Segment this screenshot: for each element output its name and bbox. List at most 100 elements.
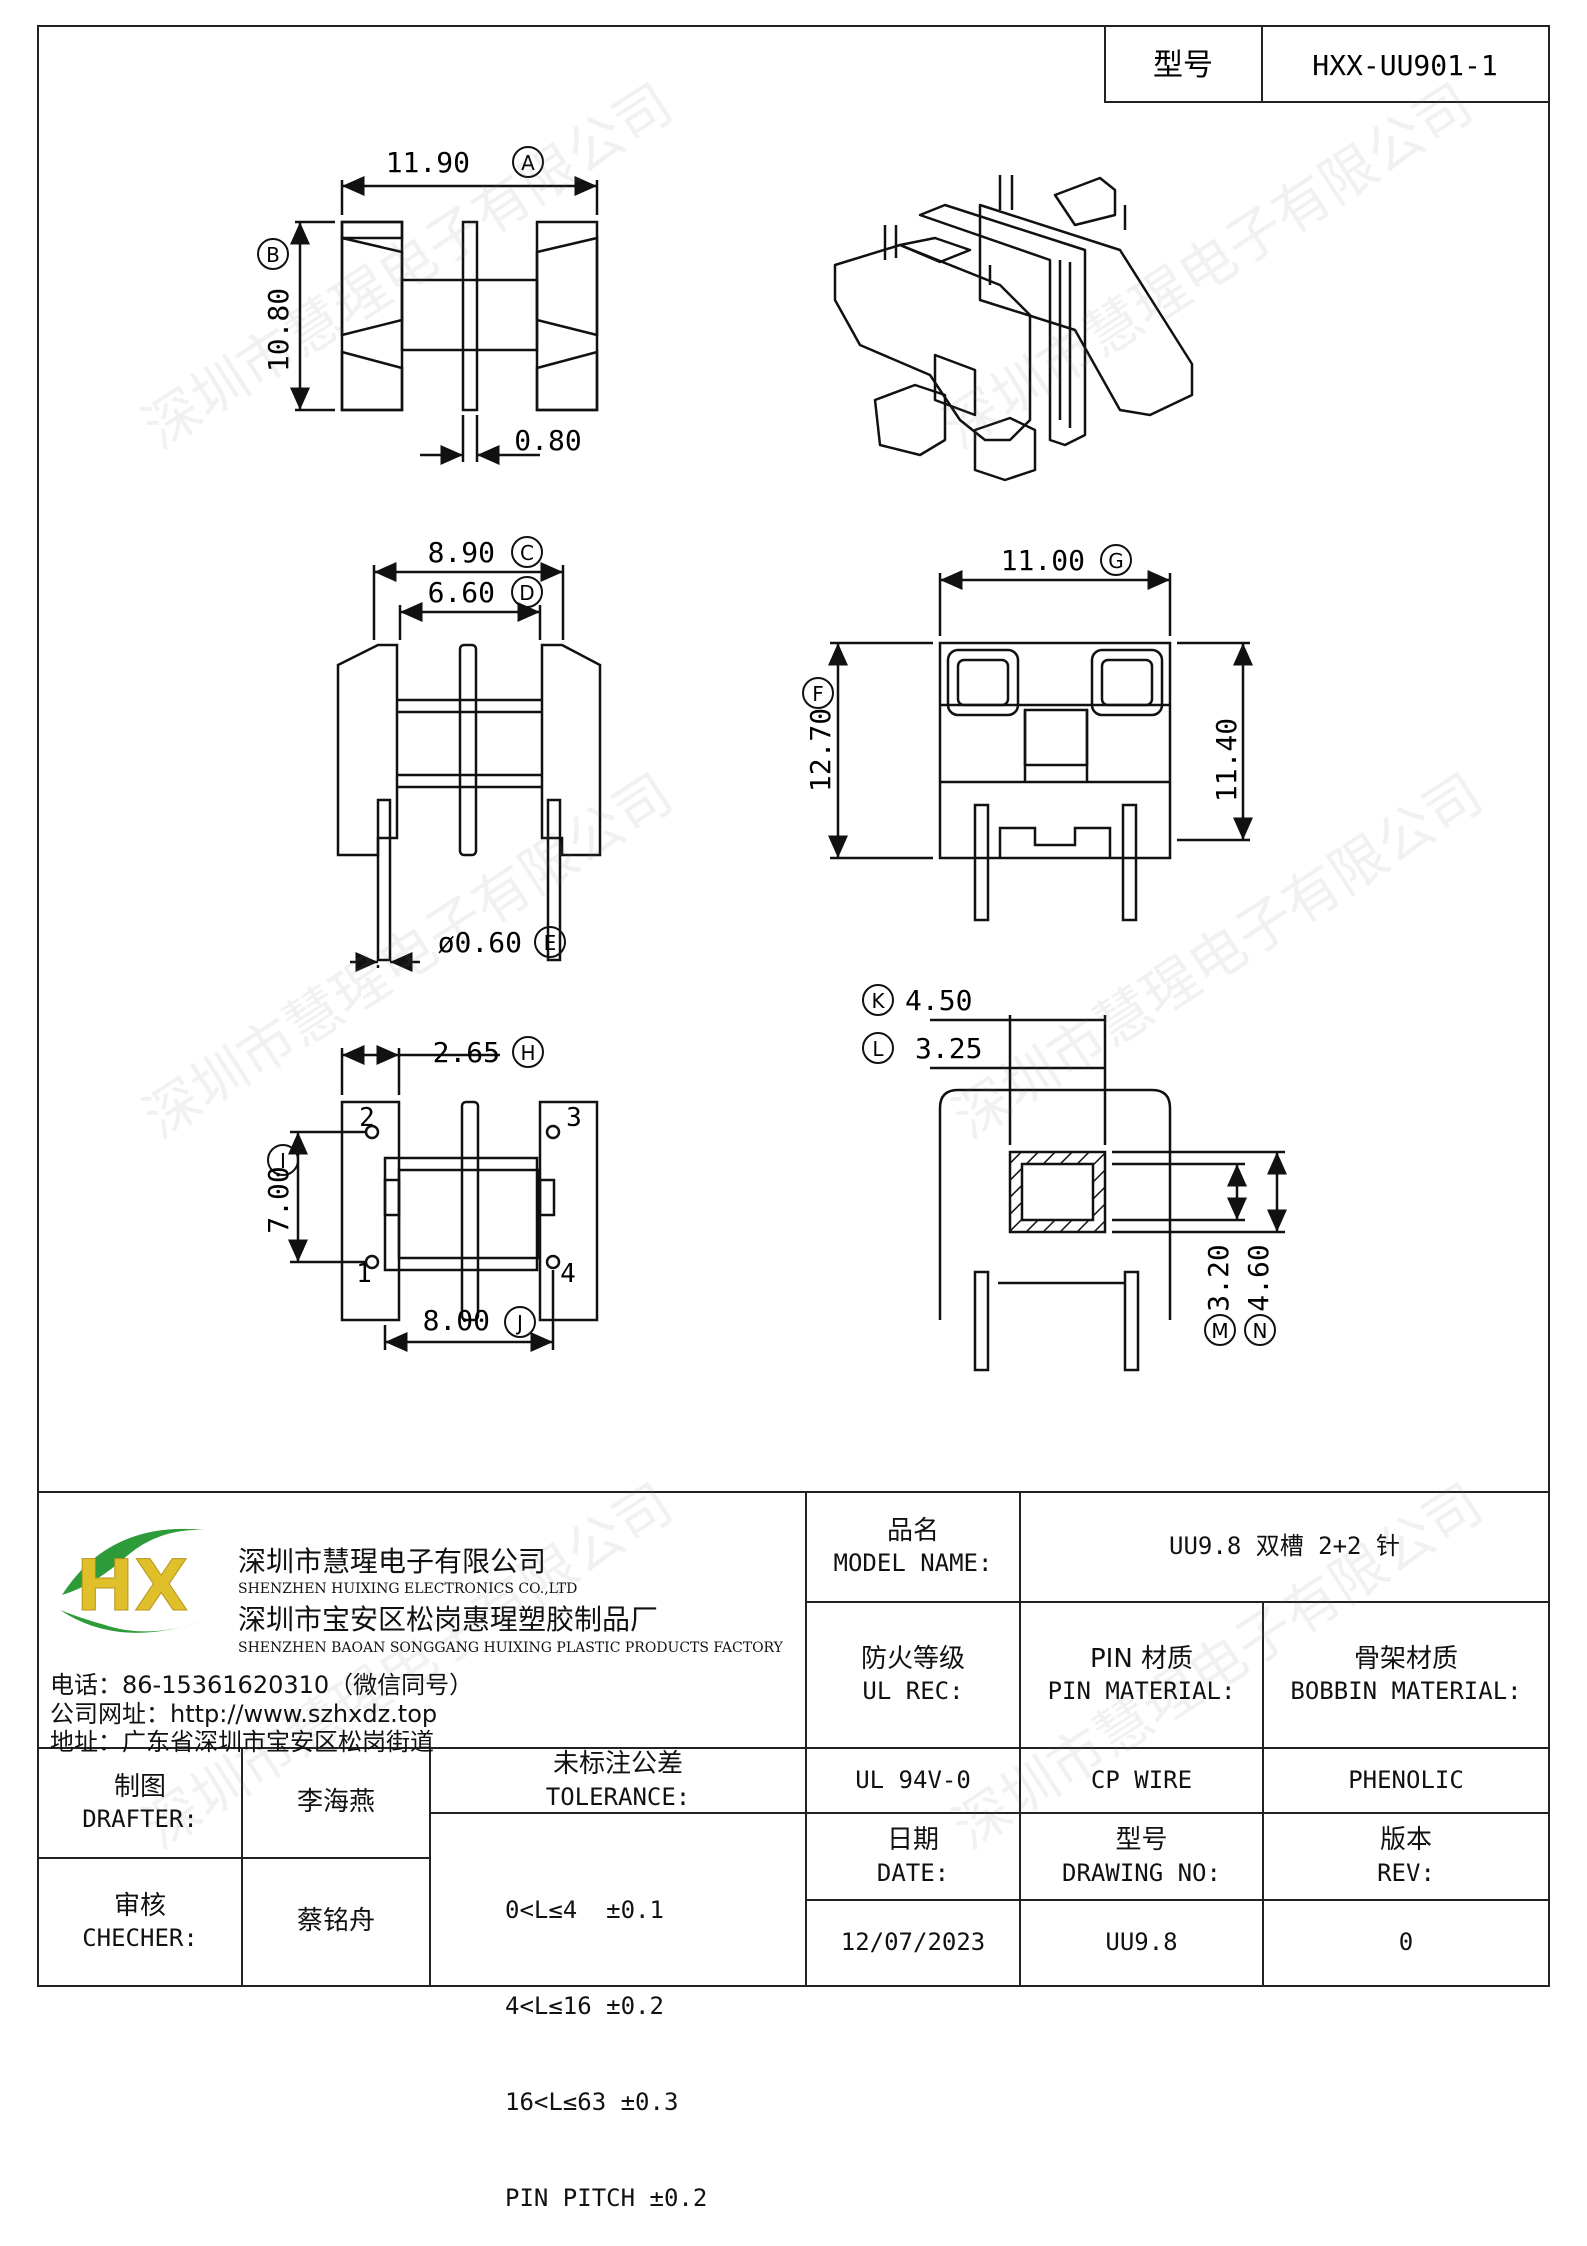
date-value-text: 12/07/2023 [840, 1928, 986, 1957]
bottom-view-labels: 2.65 H I 7.00 8.00 J 1 2 3 4 [262, 1036, 582, 1338]
dim-e-value: ø0.60 [438, 926, 522, 959]
dim-h-value: 2.65 [433, 1036, 500, 1069]
watermark-4: 深圳市慧瑆电子有限公司 [942, 762, 1494, 1152]
rev-label: 版本 REV: [1263, 1813, 1549, 1900]
section-view [930, 1015, 1287, 1372]
drawing-no-value: UU9.8 [1020, 1900, 1263, 1986]
dim-i-tag: I [280, 1149, 286, 1173]
model-name-label-en: MODEL NAME: [833, 1549, 993, 1578]
tolerance-line-4: PIN PITCH ±0.2 [505, 2184, 708, 2212]
rev-value: 0 [1263, 1900, 1549, 1986]
ul-rec-value-text: UL 94V-0 [855, 1765, 971, 1794]
dim-a-value: 11.90 [386, 146, 470, 179]
dim-m-value: 3.20 [1202, 1244, 1235, 1311]
dim-a-tag: A [521, 151, 535, 175]
tolerance-values: 0<L≤4 ±0.1 4<L≤16 ±0.2 16<L≤63 ±0.3 PIN … [505, 1830, 805, 2246]
ul-rec-label-en: UL REC: [862, 1677, 964, 1706]
watermark-1: 深圳市慧瑆电子有限公司 [132, 72, 684, 462]
dim-e-tag-circle [534, 926, 566, 958]
checker-name: 蔡铭舟 [242, 1858, 430, 1986]
rev-value-text: 0 [1398, 1928, 1414, 1957]
dim-l-tag: L [872, 1037, 884, 1061]
dim-j-tag: J [515, 1311, 523, 1335]
dim-i-tag-circle [267, 1144, 299, 1176]
dim-l-tag-circle [862, 1032, 894, 1064]
tolerance-line-2: 4<L≤16 ±0.2 [505, 1992, 664, 2020]
dim-c-value: 8.90 [428, 536, 495, 569]
factory-name-cn: 深圳市宝安区松岗惠瑆塑胶制品厂 [238, 1603, 659, 1636]
bobbin-material-value-text: PHENOLIC [1348, 1765, 1464, 1794]
logo-letters: HX [76, 1545, 189, 1627]
model-header-value: HXX-UU901-1 [1312, 49, 1497, 82]
dim-e-tag: E [544, 931, 557, 955]
date-label: 日期 DATE: [806, 1813, 1020, 1900]
dim-n-value: 4.60 [1242, 1244, 1275, 1311]
factory-name-en: SHENZHEN BAOAN SONGGANG HUIXING PLASTIC … [238, 1640, 783, 1656]
pin-material-value-text: CP WIRE [1090, 1765, 1193, 1794]
side-view-labels: 11.00 G F 12.70 11.40 [802, 544, 1243, 802]
dim-k-tag: K [871, 989, 885, 1013]
model-header-box: 型号 HXX-UU901-1 [1104, 25, 1550, 103]
dim-l-value: 3.25 [915, 1032, 982, 1065]
date-label-cn: 日期 [886, 1825, 939, 1855]
pin-label-3: 3 [566, 1103, 582, 1133]
tolerance-label-en: TOLERANCE: [545, 1782, 691, 1811]
pin-material-label: PIN 材质 PIN MATERIAL: [1020, 1602, 1263, 1748]
isometric-view [833, 175, 1194, 482]
dim-j-tag-circle [504, 1306, 536, 1338]
drawing-no-value-text: UU9.8 [1105, 1928, 1178, 1957]
model-name-label-cn: 品名 [886, 1515, 939, 1546]
checker-label-en: CHECHER: [82, 1924, 198, 1953]
top-view-labels: 11.90 A B 10.80 0.80 [257, 146, 582, 457]
dim-f-tag-circle [802, 677, 834, 709]
drawing-no-label: 型号 DRAWING NO: [1020, 1813, 1263, 1900]
drawing-sheet: 型号 HXX-UU901-1 11.90 A B [37, 25, 1550, 1987]
date-value: 12/07/2023 [806, 1900, 1020, 1986]
tolerance-line-3: 16<L≤63 ±0.3 [505, 2088, 679, 2116]
rev-label-en: REV: [1377, 1858, 1435, 1887]
front-view [336, 562, 602, 972]
dim-b-value: 10.80 [262, 288, 295, 372]
ul-rec-label: 防火等级 UL REC: [806, 1602, 1020, 1748]
dim-11-40-value: 11.40 [1210, 718, 1243, 802]
model-header-label: 型号 [1153, 48, 1213, 83]
dim-j-value: 8.00 [423, 1304, 490, 1337]
ul-rec-value: UL 94V-0 [806, 1748, 1020, 1813]
company-logo: HX [60, 1528, 205, 1633]
side-view [828, 570, 1253, 922]
drawing-no-label-en: DRAWING NO: [1062, 1858, 1221, 1887]
drafter-label-cn: 制图 [113, 1771, 166, 1802]
dim-f-tag: F [812, 682, 824, 706]
dim-n-tag: N [1253, 1319, 1268, 1343]
dim-g-tag-circle [1100, 544, 1132, 576]
dim-c-tag: C [520, 541, 534, 565]
pin-material-value: CP WIRE [1020, 1748, 1263, 1813]
company-address: 地址：广东省深圳市宝安区松岗街道 [50, 1728, 434, 1756]
dim-b-tag: B [266, 243, 280, 267]
tolerance-line-1: 0<L≤4 ±0.1 [505, 1896, 664, 1924]
drafter-label: 制图 DRAFTER: [38, 1748, 242, 1858]
dim-d-value: 6.60 [428, 576, 495, 609]
date-label-en: DATE: [876, 1858, 950, 1887]
title-block-grid [38, 1491, 1549, 1986]
watermark-3: 深圳市慧瑆电子有限公司 [132, 762, 684, 1152]
dim-f-value: 12.70 [804, 708, 837, 792]
watermark-2: 深圳市慧瑆电子有限公司 [932, 72, 1484, 462]
dim-c-tag-circle [511, 536, 543, 568]
dim-g-value: 11.00 [1001, 544, 1085, 577]
bobbin-material-label: 骨架材质 BOBBIN MATERIAL: [1263, 1602, 1549, 1748]
dim-d-tag-circle [511, 576, 543, 608]
pin-label-1: 1 [356, 1259, 372, 1289]
bobbin-material-label-en: BOBBIN MATERIAL: [1290, 1677, 1522, 1706]
drafter-name: 李海燕 [242, 1748, 430, 1858]
dim-wall-value: 0.80 [514, 424, 581, 457]
dim-h-tag: H [520, 1041, 535, 1065]
checker-name-text: 蔡铭舟 [296, 1906, 375, 1937]
dim-a-tag-circle [512, 146, 544, 178]
dim-g-tag: G [1108, 549, 1124, 573]
drafter-label-en: DRAFTER: [82, 1805, 198, 1834]
drafter-name-text: 李海燕 [296, 1787, 375, 1818]
company-website[interactable]: 公司网址：http://www.szhxdz.top [50, 1700, 438, 1728]
drawing-no-label-cn: 型号 [1115, 1825, 1168, 1855]
pin-label-2: 2 [359, 1103, 375, 1133]
